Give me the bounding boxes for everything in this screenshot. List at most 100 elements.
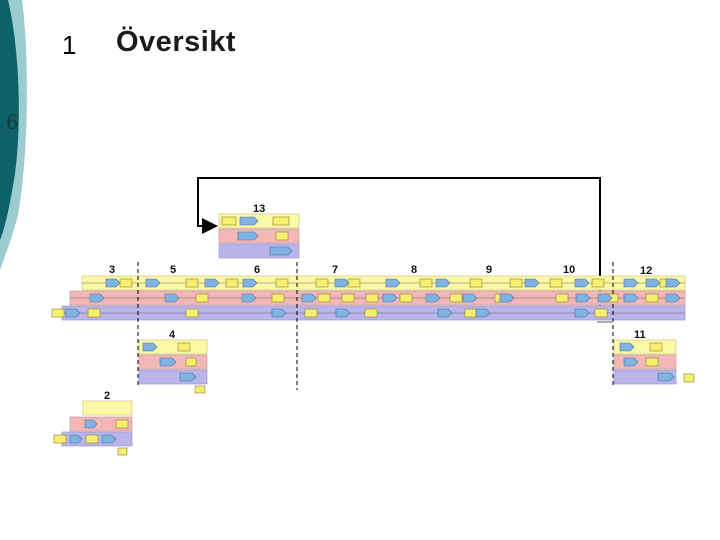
step-box [449, 293, 463, 303]
step-arrow-shape [159, 357, 177, 367]
step-arrow-shape [499, 293, 515, 303]
step-arrow-shape [239, 216, 259, 226]
step-box [555, 293, 569, 303]
step-arrow-shape [619, 342, 635, 352]
step-box [271, 293, 285, 303]
step-box [221, 216, 237, 226]
step-box [177, 342, 191, 352]
step-arrow-shape [623, 357, 639, 367]
step-box [117, 447, 128, 456]
step-arrow-shape [435, 278, 451, 288]
feedback-loop-connector [197, 177, 601, 318]
step-box [115, 419, 129, 429]
step-box [683, 373, 695, 383]
segment-label: 3 [109, 264, 115, 276]
step-box [509, 278, 523, 288]
step-box [195, 293, 209, 303]
step-box [87, 308, 101, 318]
step-box [649, 342, 663, 352]
segment-label: 5 [170, 264, 176, 276]
step-box [225, 278, 239, 288]
step-box [194, 385, 206, 394]
segment-label: 11 [634, 329, 646, 341]
step-arrow-shape [665, 278, 681, 288]
step-arrow-shape [105, 278, 121, 288]
step-arrow-shape [242, 278, 258, 288]
step-arrow-shape [524, 278, 540, 288]
step-arrow-shape [204, 278, 220, 288]
slide-title: Översikt [116, 26, 237, 58]
segment-label: 13 [253, 203, 265, 215]
step-arrow-shape [623, 293, 639, 303]
step-arrow-shape [271, 308, 287, 318]
step-box [645, 357, 659, 367]
step-arrow-shape [179, 372, 197, 382]
side-page-number: 6 [6, 110, 19, 134]
step-arrow-shape [437, 308, 453, 318]
step-box [419, 278, 433, 288]
step-arrow-shape [65, 308, 81, 318]
step-box [365, 293, 379, 303]
step-arrow-shape [574, 278, 590, 288]
step-box [185, 278, 199, 288]
step-arrow-shape [385, 278, 401, 288]
step-arrow-shape [69, 434, 83, 444]
step-arrow-shape [142, 342, 158, 352]
step-box [275, 278, 289, 288]
step-arrow-shape [382, 293, 398, 303]
segment-label: 7 [332, 264, 338, 276]
step-arrow-shape [574, 308, 590, 318]
step-box [185, 357, 197, 367]
teal-swoosh-decoration [0, 0, 27, 270]
step-arrow-shape [269, 246, 293, 256]
step-box [347, 278, 361, 288]
step-arrow-shape [425, 293, 441, 303]
segment-label: 12 [640, 265, 652, 277]
step-arrow-shape [462, 293, 478, 303]
step-box [317, 293, 331, 303]
step-arrow-shape [164, 293, 180, 303]
step-box [315, 278, 329, 288]
step-arrow-shape [623, 278, 639, 288]
step-box [399, 293, 413, 303]
step-box [645, 293, 659, 303]
step-box [591, 278, 605, 288]
step-arrow-shape [241, 293, 257, 303]
step-arrow-shape [89, 293, 105, 303]
step-arrow-shape [335, 308, 351, 318]
segment-label: 4 [169, 329, 176, 341]
step-box [364, 308, 378, 318]
step-box [119, 278, 133, 288]
step-arrow-shape [665, 293, 681, 303]
step-arrow-shape [597, 293, 613, 303]
segment-label: 2 [104, 390, 110, 402]
step-box [464, 308, 478, 318]
step-box [549, 278, 563, 288]
step-arrow-shape [301, 293, 317, 303]
segment-label: 10 [563, 264, 575, 276]
step-box [594, 308, 608, 318]
slide-number: 1 [62, 30, 77, 60]
step-box [304, 308, 318, 318]
step-box [469, 278, 483, 288]
step-box [51, 308, 65, 318]
step-box [85, 434, 99, 444]
step-arrow-shape [237, 231, 259, 241]
process-steps [51, 216, 695, 456]
segment-label: 8 [411, 264, 417, 276]
step-arrow-shape [101, 434, 117, 444]
segment-label: 6 [254, 264, 260, 276]
step-arrow-shape [145, 278, 161, 288]
step-box [185, 308, 199, 318]
step-box [275, 231, 289, 241]
step-arrow-shape [645, 278, 661, 288]
step-arrow-shape [334, 278, 350, 288]
step-box [272, 216, 290, 226]
step-arrow-shape [575, 293, 591, 303]
step-arrow-shape [475, 308, 491, 318]
swoosh-dark [0, 0, 19, 240]
segment-label: 9 [486, 264, 492, 276]
step-box [341, 293, 355, 303]
step-box [53, 434, 67, 444]
